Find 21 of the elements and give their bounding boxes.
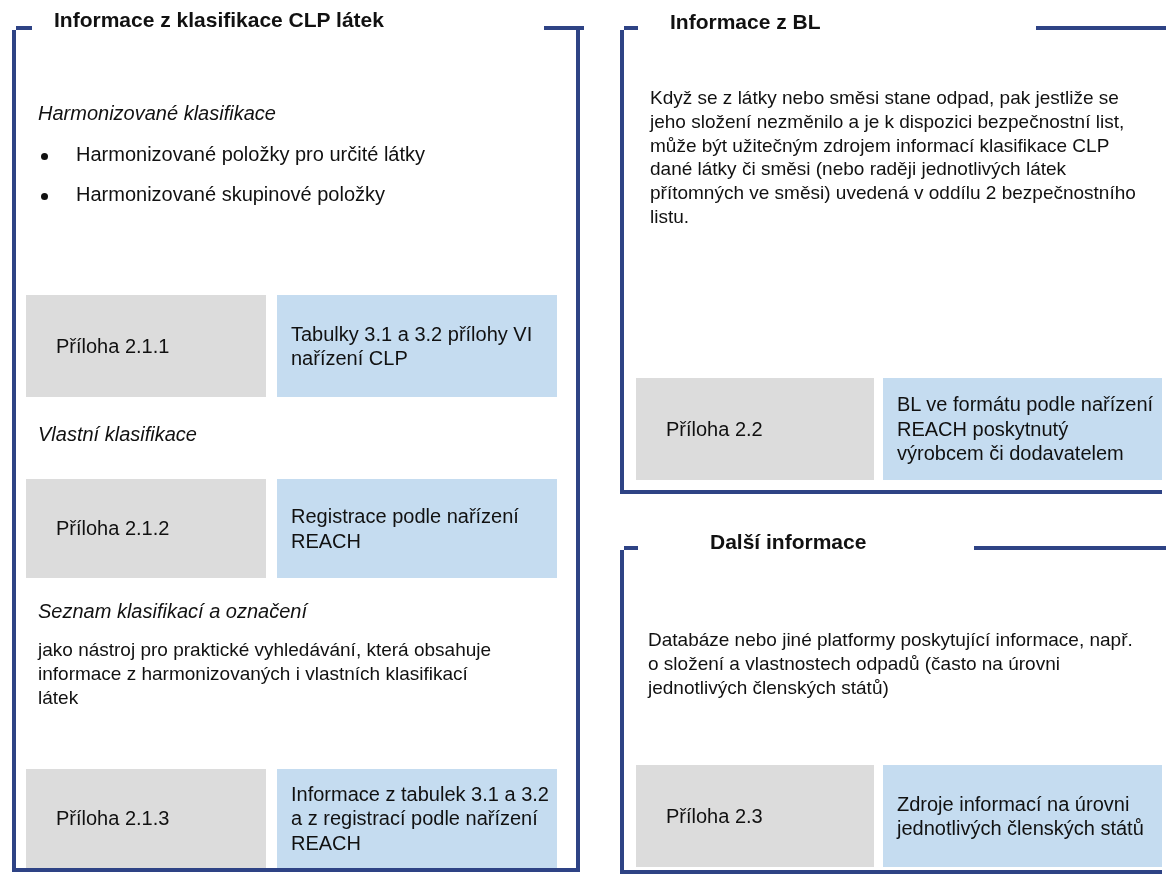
panel-heading: Informace z klasifikace CLP látek — [54, 8, 384, 32]
source-box: Zdroje informací na úrovni jednotlivých členských států — [883, 765, 1162, 867]
source-box: Informace z tabulek 3.1 a 3.2 a z registrací podle nařízení REACH — [277, 769, 557, 868]
bullet-item: Harmonizované položky pro určité látky — [76, 143, 427, 166]
annex-box: Příloha 2.3 — [636, 765, 874, 867]
panel-heading: Další informace — [710, 530, 867, 554]
body-text: Když se z látky nebo směsi stane odpad, pak jestliže se jeho složení nezměnilo a je k dispozici bezpečnostní list, může být užitečným zdrojem informací klasifikace CLP dané látky či směsi (nebo raději jednotlivých látek přítomných ve směsi) uvedená v oddílu 2 bezpečnostního listu. — [650, 86, 1137, 229]
bullet-item: Harmonizované skupinové položky — [76, 183, 387, 206]
annex-box: Příloha 2.1.1 — [26, 295, 266, 397]
body-text: Databáze nebo jiné platformy poskytující informace, např. o složení a vlastnostech odpadů (často na úrovni jednotlivých členských států) — [648, 628, 1134, 700]
source-box: BL ve formátu podle nařízení REACH poskytnutý výrobcem či dodavatelem — [883, 378, 1162, 480]
annex-box: Příloha 2.1.2 — [26, 479, 266, 578]
panel-heading: Informace z BL — [670, 10, 821, 34]
annex-box: Příloha 2.2 — [636, 378, 874, 480]
source-box: Registrace podle nařízení REACH — [277, 479, 557, 578]
body-text: jako nástroj pro praktické vyhledávání, která obsahuje informace z harmonizovaných i vlastních klasifikací látek — [38, 638, 493, 710]
annex-box: Příloha 2.1.3 — [26, 769, 266, 868]
source-box: Tabulky 3.1 a 3.2 přílohy VI nařízení CLP — [277, 295, 557, 397]
section-heading: Harmonizované klasifikace — [38, 102, 276, 125]
section-heading: Seznam klasifikací a označení — [38, 600, 308, 623]
section-heading: Vlastní klasifikace — [38, 423, 197, 446]
